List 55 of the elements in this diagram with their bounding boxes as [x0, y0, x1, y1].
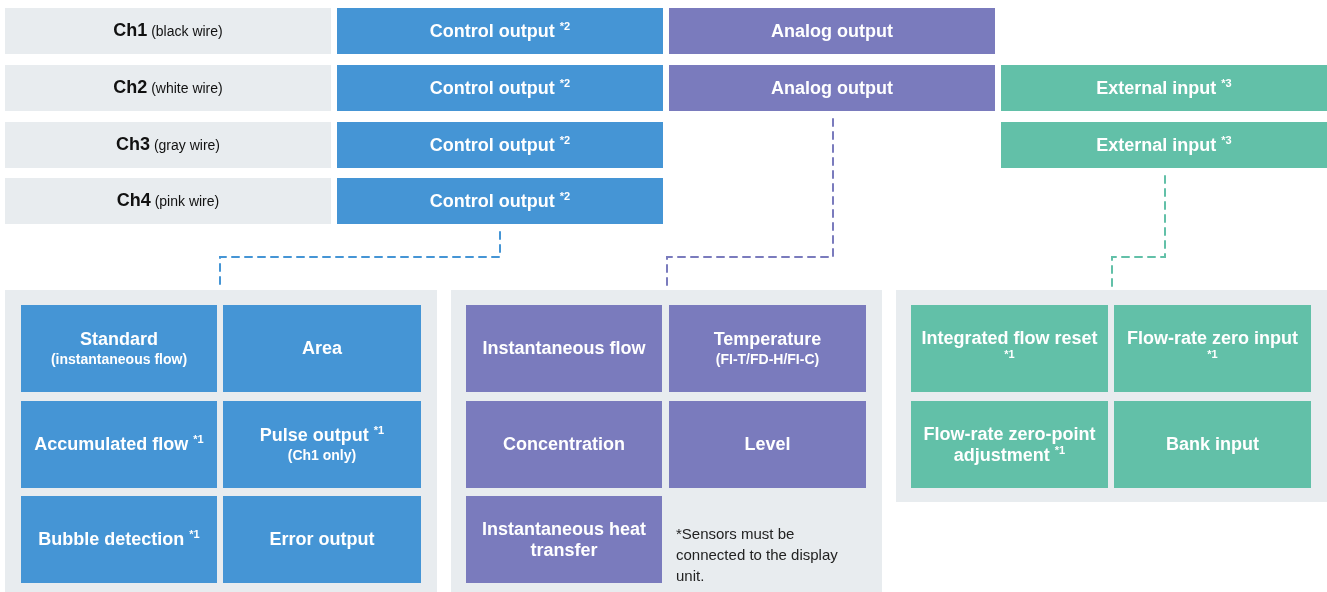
- analog-output-box: [466, 305, 662, 392]
- box-title: Bubble detection $^{*1}$: [38, 529, 200, 550]
- analog-output-box: [669, 8, 995, 54]
- box-title: Flow-rate zero-point adjustment $^{*1}$: [922, 423, 1097, 466]
- box-title: Concentration: [503, 434, 625, 455]
- box-title: Temperature: [713, 329, 822, 350]
- control-output-box: [337, 8, 663, 54]
- external-input-box: [911, 401, 1108, 488]
- box-subtitle: (FI-T/FD-H/FI-C): [715, 350, 820, 368]
- footnote: *Sensors must be connected to the display unit.: [676, 524, 839, 586]
- control-output-box: [337, 178, 663, 224]
- box-title: Control output $^{*2}$: [429, 77, 571, 99]
- control-output-box: [223, 496, 421, 583]
- control-output-box: [21, 496, 217, 583]
- box-title: Instantaneous heat transfer: [481, 518, 647, 561]
- control-output-box: [21, 401, 217, 488]
- box-subtitle: (Ch1 only): [287, 446, 357, 464]
- function-panel: [5, 290, 437, 592]
- external-input-box: [1114, 305, 1311, 392]
- box-title: Ch3 (gray wire): [116, 134, 220, 156]
- control-output-box: [223, 401, 421, 488]
- box-title: Ch4 (pink wire): [116, 190, 220, 212]
- box-title: Pulse output $^{*1}$: [259, 425, 385, 446]
- box-title: Ch2 (white wire): [113, 77, 223, 99]
- box-title: External input $^{*3}$: [1096, 134, 1232, 156]
- box-title: Instantaneous flow: [482, 338, 646, 359]
- function-panel: [896, 290, 1327, 502]
- box-title: Analog output: [771, 77, 893, 99]
- box-title: Accumulated flow $^{*1}$: [34, 434, 204, 455]
- box-title: Control output $^{*2}$: [429, 134, 571, 156]
- analog-output-box: [466, 401, 662, 488]
- box-subtitle: (instantaneous flow): [50, 350, 188, 368]
- box-title: Control output $^{*2}$: [429, 20, 571, 42]
- control-output-box: [337, 65, 663, 111]
- external-input-box: [1114, 401, 1311, 488]
- box-title: External input $^{*3}$: [1096, 77, 1232, 99]
- box-title: Standard: [80, 329, 158, 350]
- box-title: Control output $^{*2}$: [429, 190, 571, 212]
- box-title: Ch1 (black wire): [113, 20, 223, 42]
- box-title: Bank input: [1166, 434, 1259, 455]
- external-input-box: [1001, 122, 1327, 168]
- box-title: Area: [302, 338, 342, 359]
- function-panel: [451, 290, 882, 592]
- external-input-box: [911, 305, 1108, 392]
- external-input-box: [1001, 65, 1327, 111]
- box-title: Level: [744, 434, 791, 455]
- analog-output-box: [669, 401, 866, 488]
- analog-output-box: [466, 496, 662, 583]
- control-output-box: [337, 122, 663, 168]
- analog-output-box: [669, 65, 995, 111]
- analog-output-box: [669, 305, 866, 392]
- box-title: Error output: [269, 529, 375, 550]
- box-title: Analog output: [771, 20, 893, 42]
- control-output-box: [223, 305, 421, 392]
- control-output-box: [21, 305, 217, 392]
